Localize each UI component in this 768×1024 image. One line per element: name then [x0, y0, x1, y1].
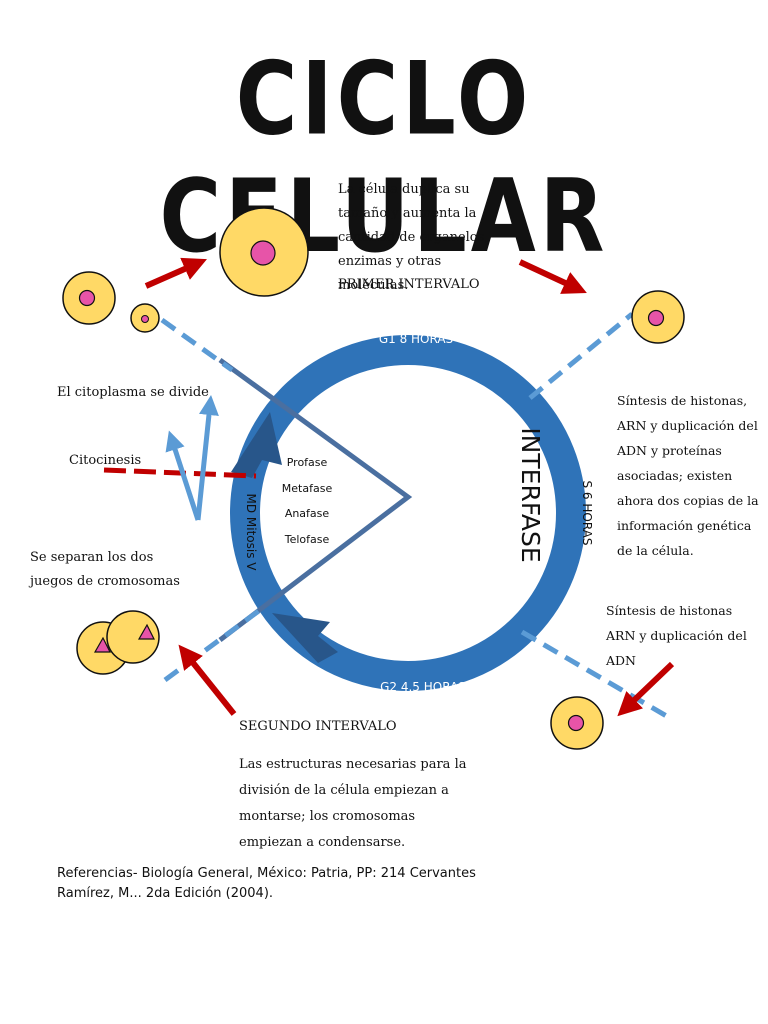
citocinesis-line: [103, 467, 257, 479]
dashed-line-top-left: [160, 317, 234, 373]
mitosis-wedge: [218, 357, 413, 642]
dashed-line-bottom-right: [520, 629, 672, 721]
g1-label: G1 8 HORAS: [379, 332, 453, 346]
cycle-ring: [230, 335, 586, 691]
cell-dividing-pair: [76, 610, 160, 675]
g1-description: La célula duplica su tamaño y aumenta la…: [338, 182, 489, 293]
mitosis-arrow-upper: [231, 412, 282, 478]
red-arrow-bottom-left: [178, 644, 237, 716]
red-arrow-top-right: [518, 259, 587, 294]
phase-metafase: Metafase: [282, 482, 333, 495]
cell-right-top: [631, 290, 685, 344]
mitosis-arrow-lower: [272, 613, 338, 663]
s-label: S 6 HORAS: [580, 480, 594, 545]
phase-anafase: Anafase: [285, 507, 330, 520]
phase-profase: Profase: [287, 456, 328, 469]
s-short-description: Síntesis de histonas ARN y duplicación d…: [606, 603, 747, 668]
m-label: MD Mitosis V: [244, 493, 258, 571]
light-arrow-1: [195, 395, 219, 521]
cell-right-bottom: [550, 696, 604, 750]
cell-large: [219, 207, 309, 297]
light-arrow-2: [165, 430, 201, 521]
s-description: Síntesis de histonas, ARN y duplicación …: [617, 393, 759, 558]
cell-small: [130, 303, 160, 333]
g2-interval-label: SEGUNDO INTERVALO: [239, 719, 397, 734]
g1-interval-label: PRIMER INTERVALO: [338, 277, 480, 292]
g2-description: Las estructuras necesarias para la divis…: [239, 757, 467, 850]
phase-telofase: Telofase: [284, 533, 330, 546]
dashed-line-bottom-left: [163, 607, 262, 683]
red-arrow-top-left: [144, 257, 207, 289]
cromosomas-label: Se separan los dos juegos de cromosomas: [30, 550, 180, 589]
red-arrow-bottom-right: [617, 661, 675, 717]
interfase-label: INTERFASE: [516, 427, 545, 562]
citocinesis-label: Citocinesis: [69, 453, 142, 468]
g2-label: G2 4.5 HORAS: [380, 680, 466, 694]
dashed-line-top-right: [528, 312, 634, 400]
cell-medium-left: [62, 271, 116, 325]
citoplasma-label: El citoplasma se divide: [57, 385, 209, 400]
reference-text: Referencias- Biología General, México: P…: [57, 866, 476, 901]
